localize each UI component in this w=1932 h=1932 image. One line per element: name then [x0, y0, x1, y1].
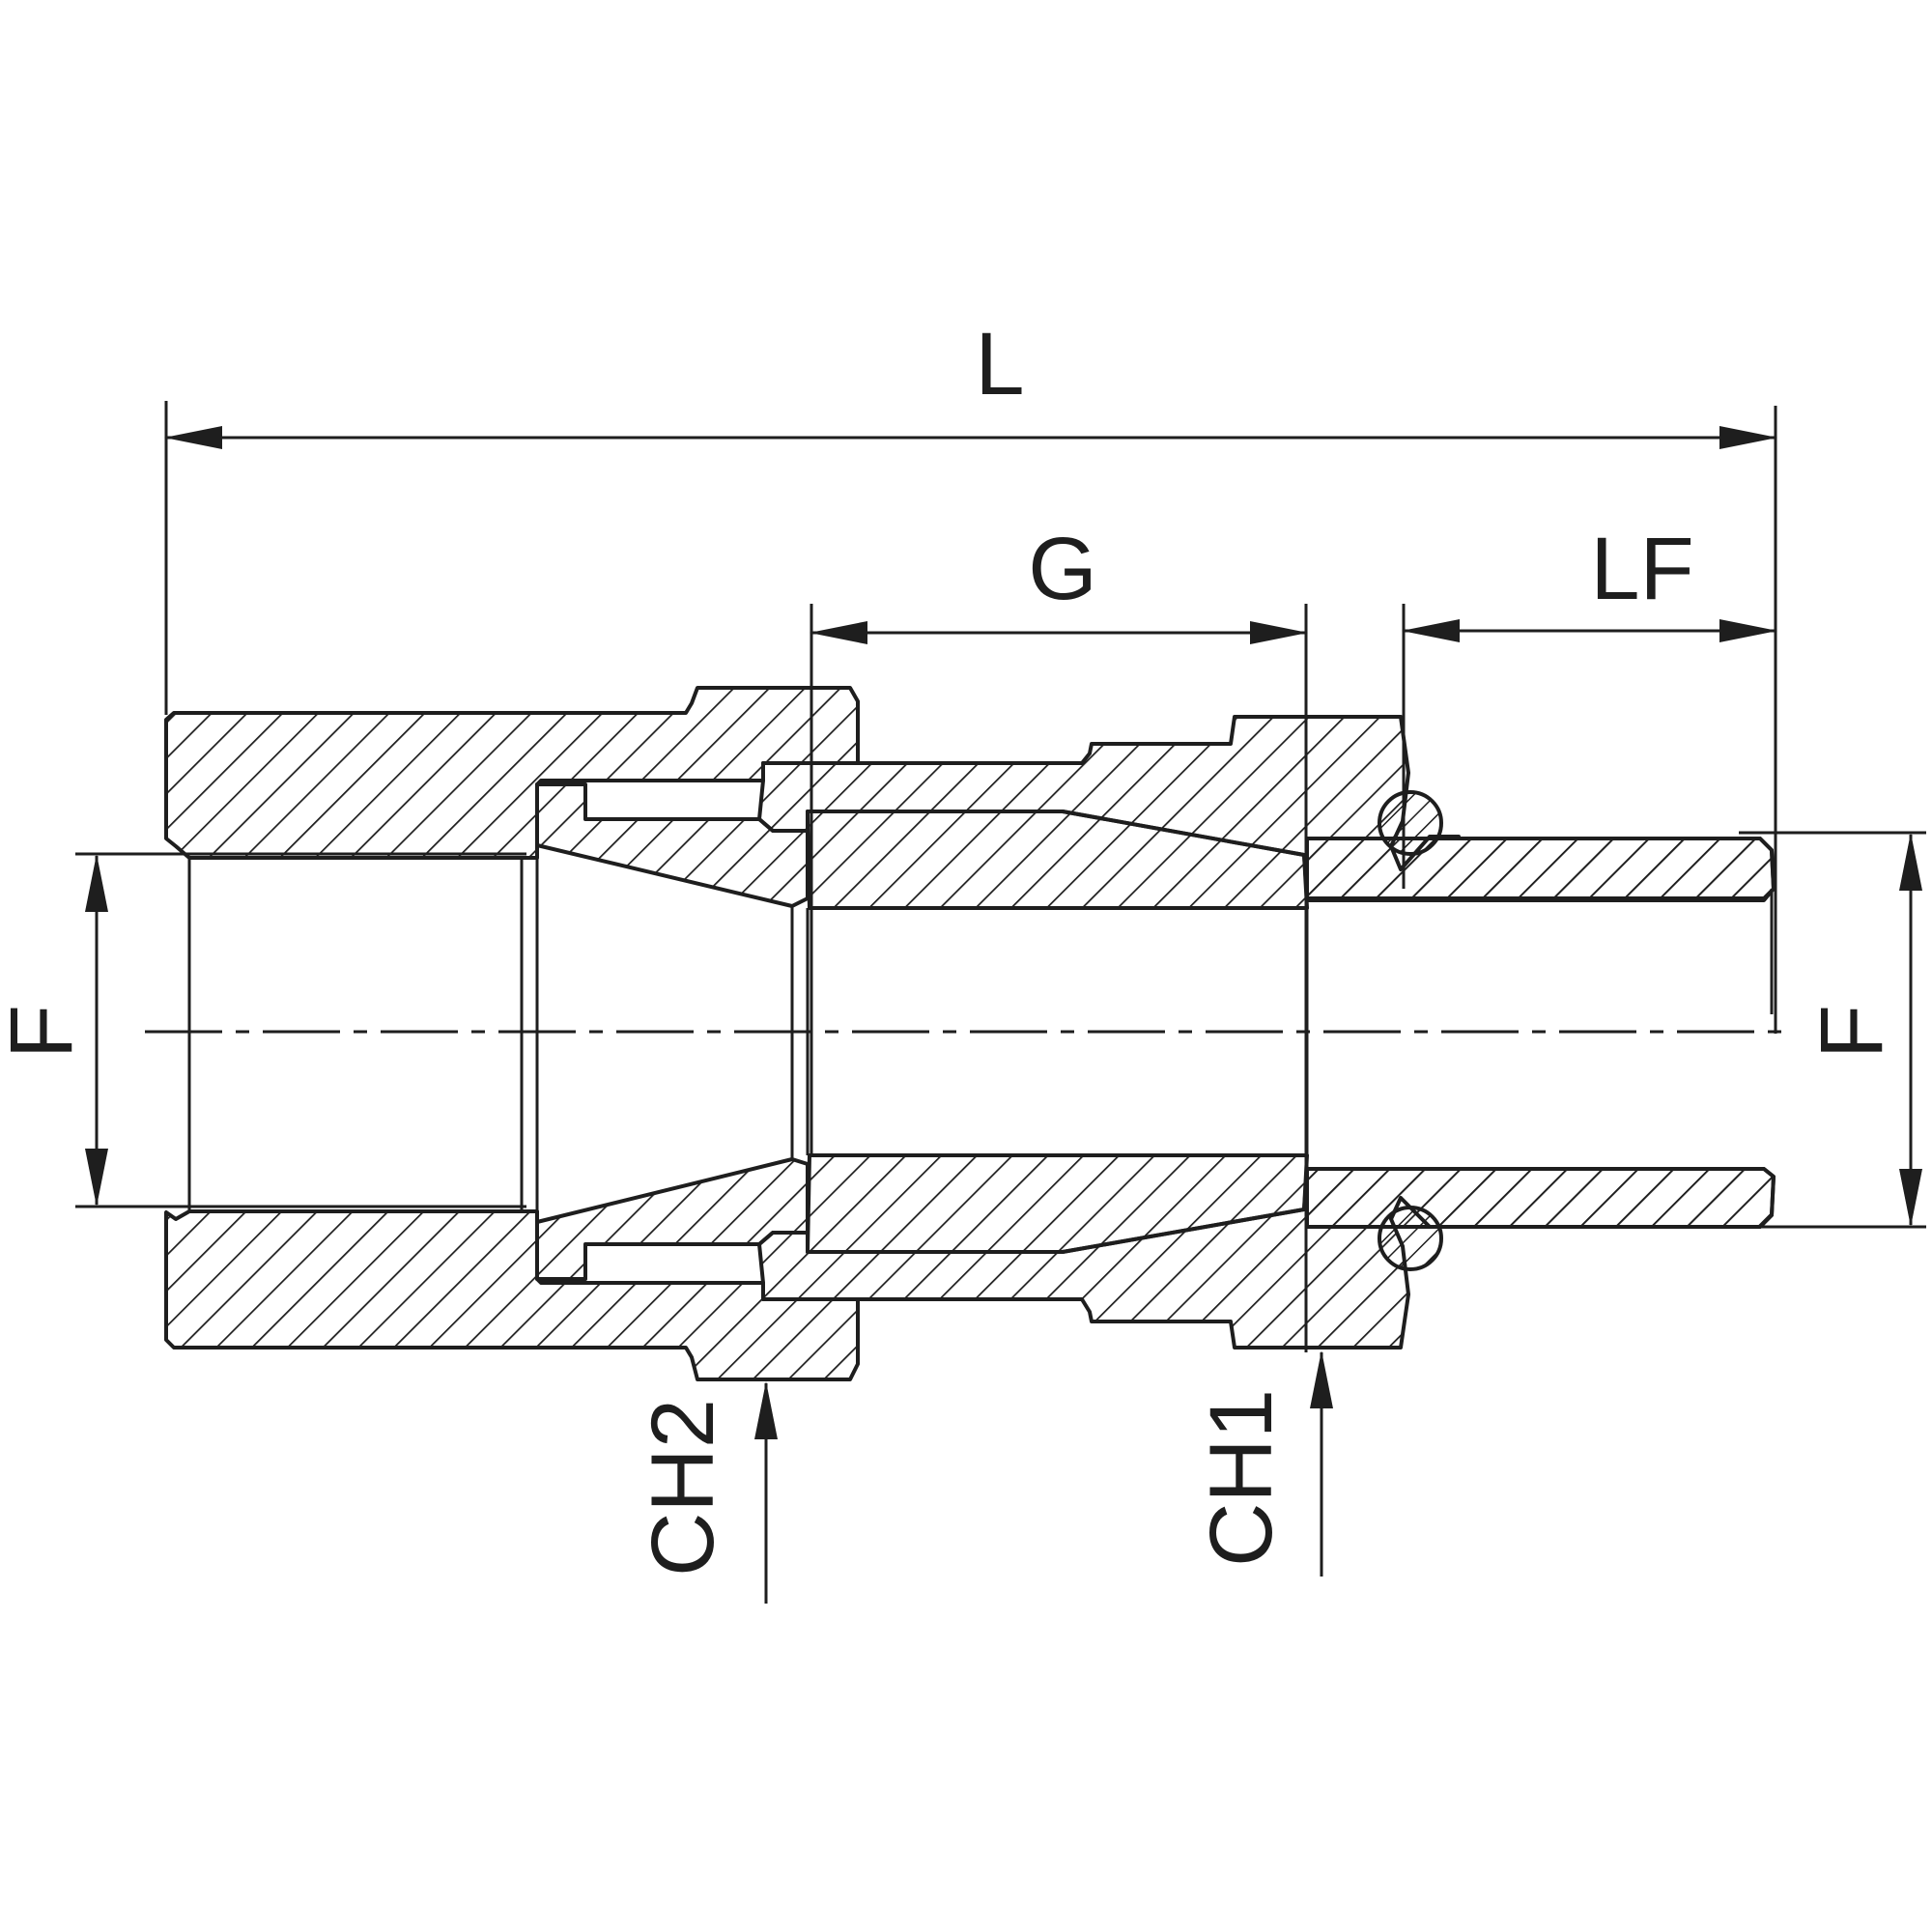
label-L: L [975, 315, 1024, 413]
fitting-body-upper [164, 686, 1776, 910]
dimension-F-left: F [0, 852, 526, 1208]
dimension-F-right: F [1739, 831, 1926, 1229]
label-F-left: F [0, 1005, 91, 1059]
dimension-LF: LF [1402, 520, 1777, 889]
label-LF: LF [1590, 520, 1693, 618]
fitting-body-lower [164, 1153, 1776, 1381]
dimension-CH1: CH1 [1192, 1350, 1333, 1577]
dimension-G: G [810, 520, 1308, 1352]
label-CH1: CH1 [1192, 1389, 1291, 1567]
label-G: G [1028, 520, 1097, 618]
label-CH2: CH2 [634, 1399, 732, 1577]
label-F-right: F [1803, 1005, 1901, 1059]
dimension-L: L [164, 315, 1777, 1034]
dimension-CH2: CH2 [634, 1381, 778, 1604]
